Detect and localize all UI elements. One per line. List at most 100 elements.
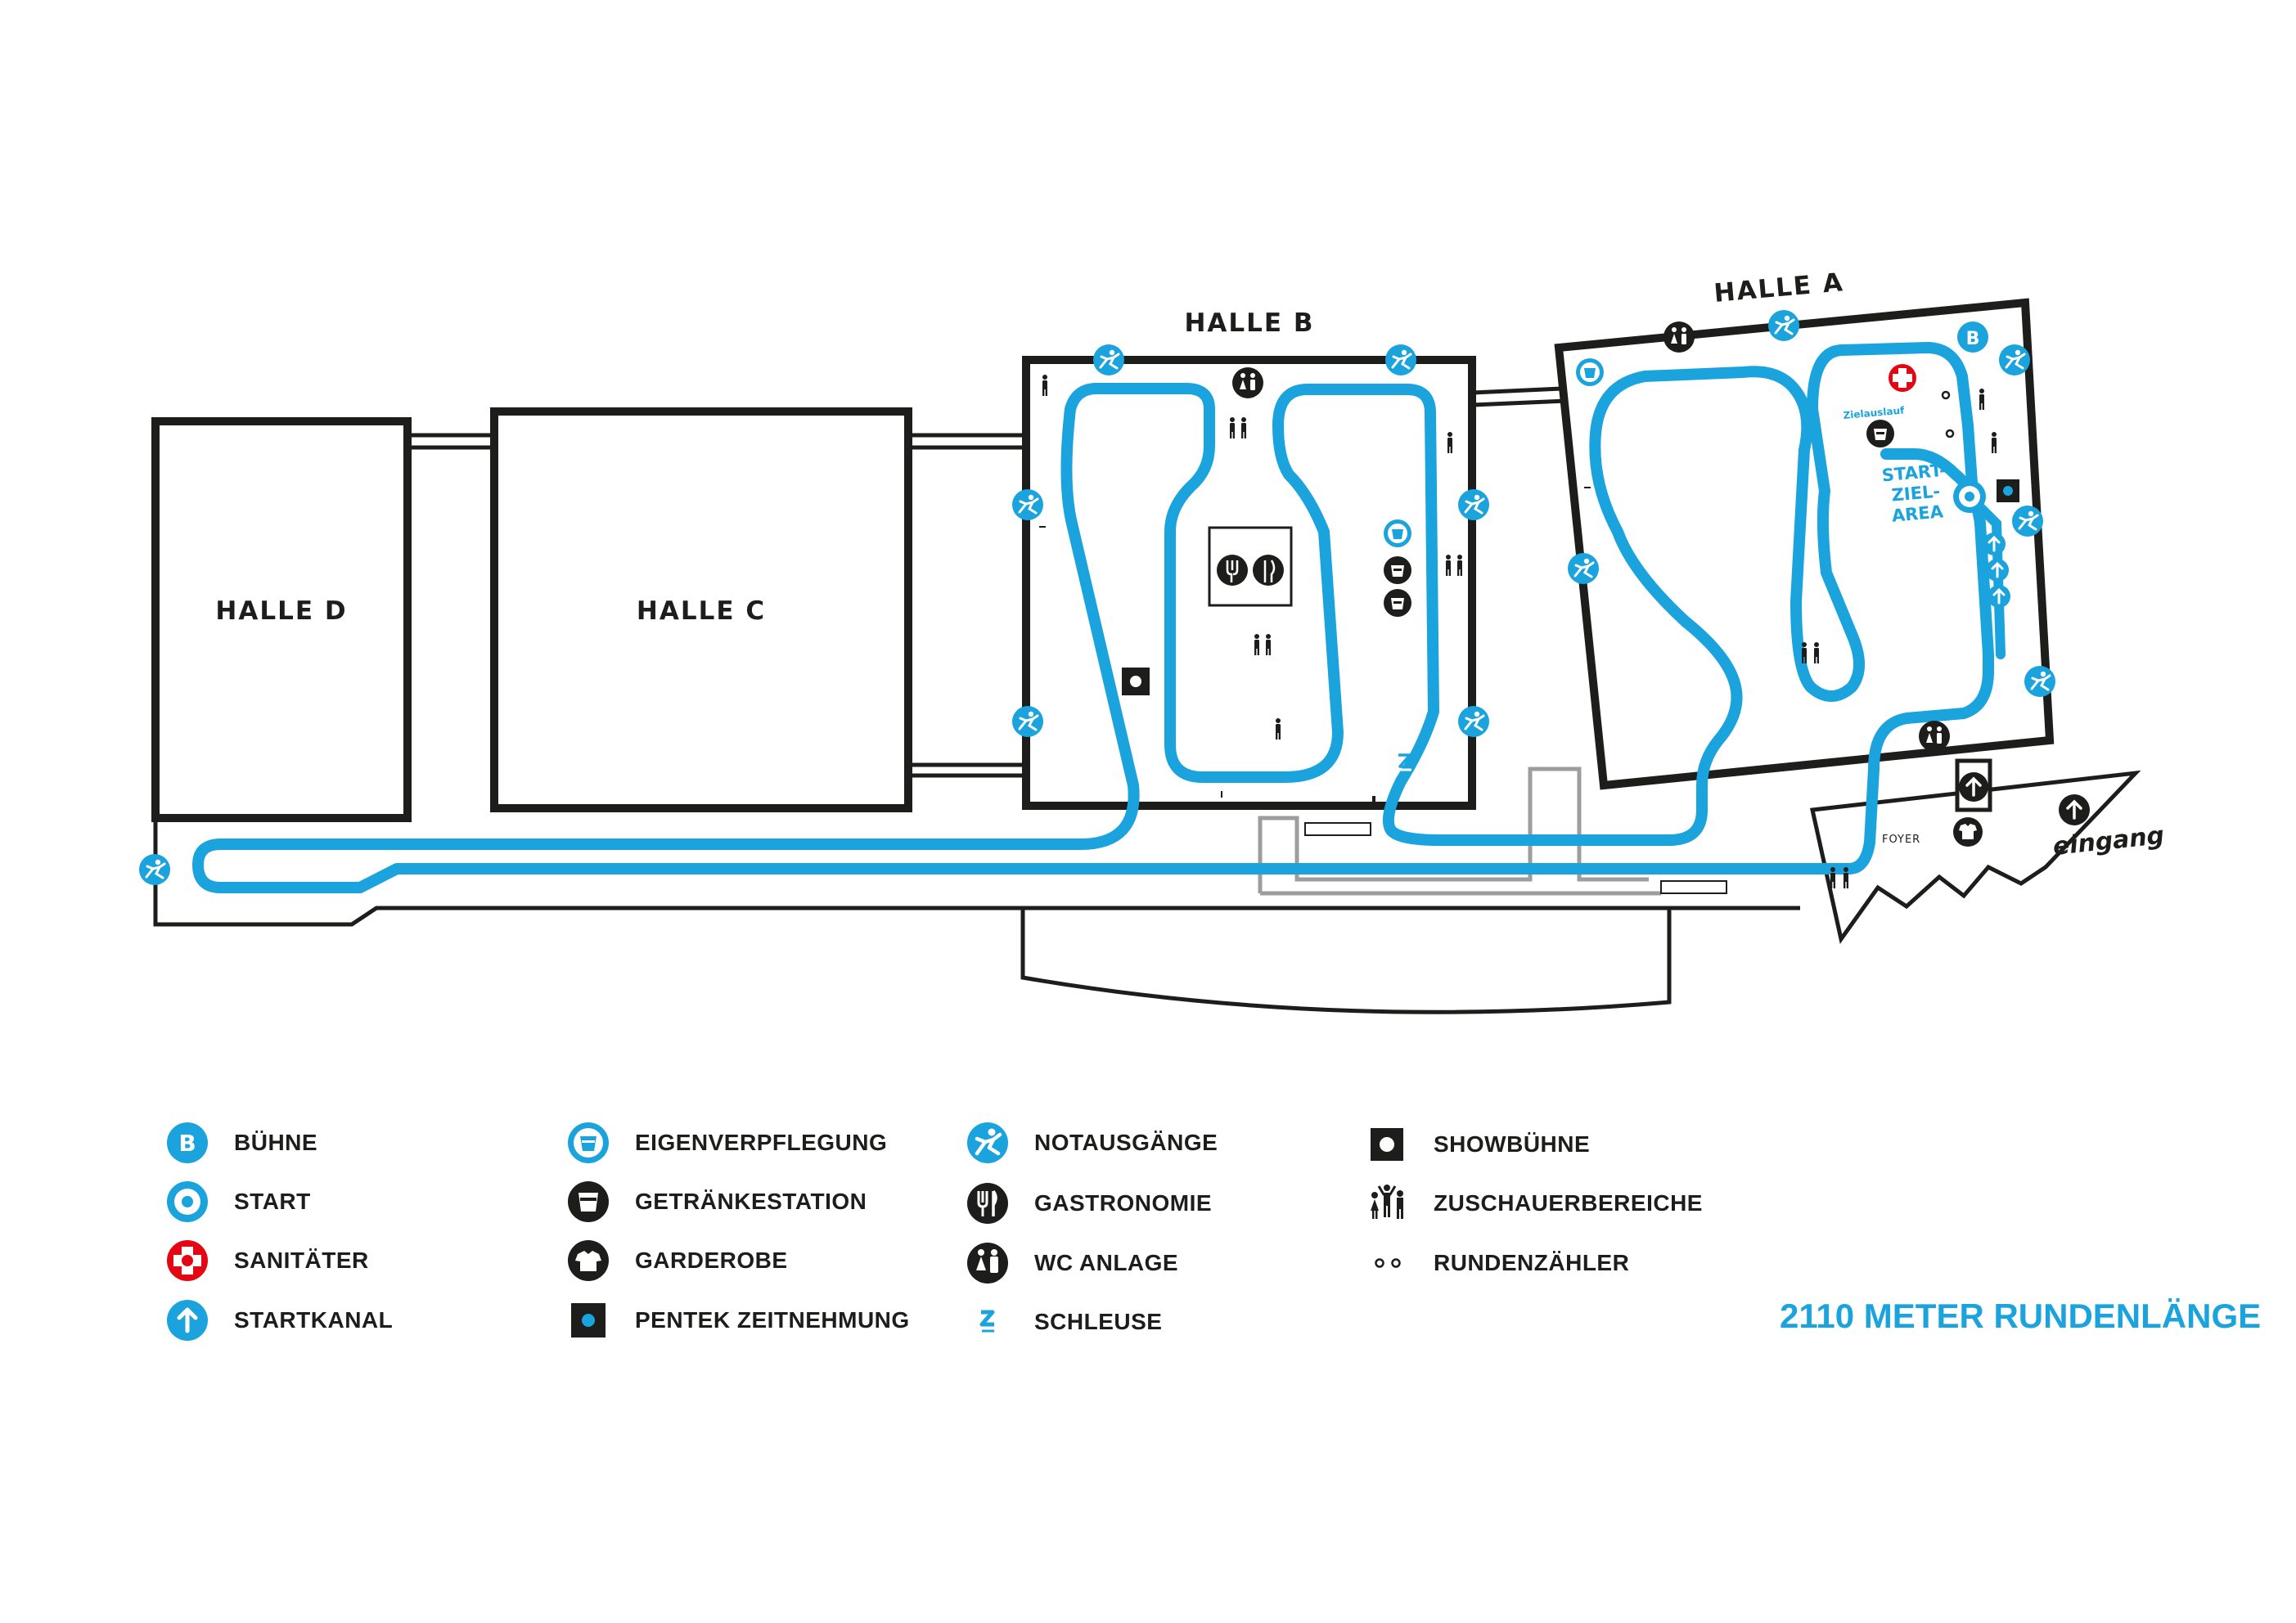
start-channel-icon (167, 1300, 208, 1341)
zielauslauf-label: Zielauslauf (1843, 404, 1906, 421)
emergency-exit-icon (1767, 308, 1801, 343)
lock-icon (979, 1310, 995, 1333)
own-catering-icon (1576, 358, 1604, 386)
show-stage-icon (1371, 1128, 1403, 1161)
stage-icon: B (1957, 321, 1988, 353)
legend-label: SHOWBÜHNE (1434, 1131, 1591, 1157)
lock-icon (1398, 753, 1411, 771)
cloakroom-icon (1953, 817, 1983, 847)
show-stage-icon (1122, 668, 1150, 695)
gastronomy-icon (1217, 555, 1248, 586)
start-icon (167, 1181, 208, 1222)
hall-c-label: HALLE C (637, 596, 766, 626)
legend-item-show-stage: SHOWBÜHNE (1365, 1122, 1590, 1167)
cloakroom-icon (568, 1240, 609, 1281)
legend-item-emergency-exit: NOTAUSGÄNGE (966, 1121, 1218, 1165)
hall-b (1022, 356, 1476, 810)
drinks-station-icon (568, 1181, 609, 1222)
foyer-label: FOYER (1882, 834, 1920, 846)
start-channel-icon (1984, 557, 2010, 583)
legend-label: WC ANLAGE (1034, 1250, 1179, 1275)
legend-item-gastronomy: GASTRONOMIE (966, 1181, 1212, 1225)
emergency-exit-icon (2023, 664, 2057, 699)
entrance-arrow-icon (2059, 794, 2090, 825)
stage-icon: B (167, 1122, 208, 1163)
spectators-icon (1371, 1185, 1403, 1219)
legend-item-stage: B BÜHNE (165, 1121, 317, 1165)
own-catering-icon (568, 1122, 609, 1163)
wc-icon (967, 1243, 1008, 1284)
grate-2 (1660, 880, 1727, 894)
emergency-exit-icon (1092, 343, 1126, 377)
hall-d (151, 417, 412, 822)
emergency-exit-icon (967, 1122, 1008, 1163)
legend-label: BÜHNE (234, 1130, 318, 1155)
emergency-exit-icon (2010, 504, 2045, 538)
wc-icon (1232, 367, 1263, 398)
start-ziel-label-3: AREA (1891, 501, 1945, 525)
start-ziel-label-2: ZIEL- (1891, 481, 1941, 505)
legend-label: START (234, 1189, 311, 1214)
hall-c (490, 407, 912, 812)
legend-label: PENTEK ZEITNEHMUNG (635, 1307, 910, 1333)
emergency-exit-icon (137, 852, 172, 887)
hall-b-label: HALLE B (1184, 308, 1314, 338)
legend-label: EIGENVERPFLEGUNG (635, 1130, 888, 1155)
legend-label: ZUSCHAUERBEREICHE (1434, 1190, 1703, 1216)
emergency-exit-icon (1456, 704, 1491, 739)
legend-label: RUNDENZÄHLER (1434, 1250, 1630, 1275)
legend-item-medic: SANITÄTER (165, 1239, 369, 1283)
drinks-station-icon (1384, 589, 1411, 617)
legend-item-timing: PENTEK ZEITNEHMUNG (566, 1298, 910, 1342)
legend-item-lap-counter: RUNDENZÄHLER (1365, 1241, 1629, 1285)
total-lap-length: 2110 METER RUNDENLÄNGE (1780, 1297, 2262, 1335)
start-channel-icon (1986, 583, 2012, 609)
emergency-exit-icon (1456, 488, 1491, 522)
hall-a-label: HALLE A (1713, 268, 1845, 308)
svg-text:B: B (178, 1130, 196, 1157)
foyer (1809, 770, 2141, 945)
door-markers (1039, 487, 1591, 807)
drinks-station-icon (1866, 420, 1894, 447)
wc-icon (1919, 721, 1950, 752)
legend-item-cloakroom: GARDEROBE (566, 1239, 788, 1283)
entrance-arrow-icon (1959, 772, 1988, 802)
own-catering-icon (1384, 519, 1411, 547)
legend-item-spectators: ZUSCHAUERBEREICHE (1365, 1181, 1703, 1225)
legend-label: GARDEROBE (635, 1248, 788, 1273)
running-route (192, 342, 1994, 893)
lap-counter-icon (1941, 390, 1955, 438)
grate-1 (1304, 822, 1371, 836)
legend-label: STARTKANAL (234, 1307, 394, 1333)
emergency-exit-icon (1384, 343, 1418, 377)
emergency-exit-icon (1566, 551, 1600, 586)
legend-item-start: START (165, 1180, 311, 1224)
legend-item-own-catering: EIGENVERPFLEGUNG (566, 1121, 887, 1165)
gastronomy-icon (967, 1183, 1008, 1224)
svg-text:B: B (1966, 329, 1980, 349)
hall-d-label: HALLE D (215, 596, 347, 626)
medic-icon (167, 1240, 208, 1281)
timing-icon (571, 1303, 606, 1338)
legend-label: GETRÄNKESTATION (635, 1189, 867, 1214)
lap-counter-icon (1375, 1258, 1401, 1268)
wc-icon (1663, 321, 1695, 353)
emergency-exit-icon (1997, 343, 2032, 377)
emergency-exit-icon (1011, 488, 1045, 522)
legend-label: NOTAUSGÄNGE (1034, 1130, 1218, 1155)
hall-b-inner-block (1208, 526, 1293, 607)
legend-label: SCHLEUSE (1034, 1309, 1163, 1334)
building-outline (153, 386, 1800, 1014)
start-icon (1953, 480, 1986, 513)
legend-item-wc: WC ANLAGE (966, 1241, 1178, 1285)
legend-label: GASTRONOMIE (1034, 1190, 1213, 1216)
legend-label: SANITÄTER (234, 1248, 369, 1273)
legend-item-start-channel: STARTKANAL (165, 1298, 393, 1342)
start-channel-icon (1981, 531, 2007, 557)
emergency-exit-icon (1011, 704, 1045, 739)
legend-item-lock: SCHLEUSE (966, 1300, 1162, 1344)
drinks-station-icon (1384, 556, 1411, 584)
medic-icon (1889, 364, 1916, 392)
timing-icon (1997, 479, 2019, 502)
